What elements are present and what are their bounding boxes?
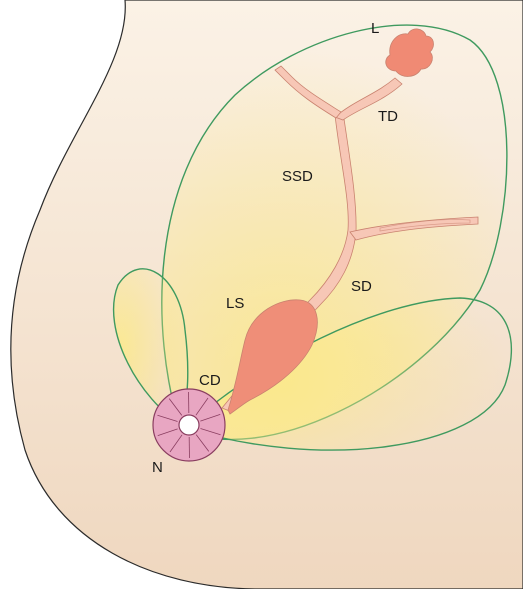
- label-terminal-duct: TD: [378, 108, 398, 125]
- nipple-center: [179, 415, 199, 435]
- label-lactiferous-sinus: LS: [226, 295, 244, 312]
- label-nipple: N: [152, 459, 163, 476]
- label-subsegmental-duct: SSD: [282, 168, 313, 185]
- label-segmental-duct: SD: [351, 278, 372, 295]
- nipple: [153, 389, 225, 461]
- label-collecting-duct: CD: [199, 372, 221, 389]
- label-lobule: L: [371, 20, 379, 37]
